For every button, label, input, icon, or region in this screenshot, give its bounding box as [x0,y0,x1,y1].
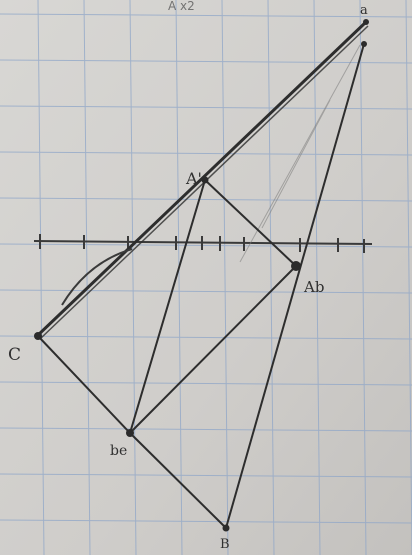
grid-line-horizontal [0,243,412,248]
vertex-points [34,19,369,532]
grid-line-horizontal [0,105,412,110]
grid-line-vertical [83,0,91,555]
point-b [222,524,230,532]
grid-line-vertical [405,0,412,555]
grid-line-horizontal [0,289,412,294]
header-scrawl: A x2 [168,0,195,13]
label-c: C [8,345,21,365]
point-c [34,332,42,340]
point-b2 [126,429,134,437]
grid-line-horizontal [0,335,412,340]
grid-line-vertical [37,0,45,555]
grid-line-horizontal [0,151,412,156]
edge-b2-b [129,432,227,529]
grid-line-vertical [359,0,367,555]
edge-b-a [225,43,365,529]
construction-lines [239,44,361,263]
grid-line-horizontal [0,197,412,202]
number-line [33,234,373,253]
triangle-edges [37,43,365,529]
grid-line-vertical [267,0,275,555]
grid-line-horizontal [0,473,412,478]
grid-line-horizontal [0,59,412,64]
point-a [361,41,367,47]
edge-a1-a2 [204,179,297,267]
grid-line-horizontal [0,519,412,524]
label-b: B [220,537,230,552]
edge-c-b2 [37,335,131,434]
arc-mark [61,248,133,306]
point-a2 [291,261,301,271]
edge-b2-a2 [129,265,297,434]
grid-line-vertical [313,0,321,555]
point-a-top [363,19,369,25]
grid-line-vertical [175,0,183,555]
label-a-double-prime: Ab [303,278,324,296]
grid-line-vertical [221,0,229,555]
label-a-top: a [360,3,368,18]
point-a1 [201,176,209,184]
label-b-double-prime: be [110,443,127,459]
edge-b2-a1 [129,179,206,434]
grid-line-horizontal [0,13,412,18]
grid-line-horizontal [0,381,412,386]
grid-line-horizontal [0,427,412,432]
label-a-prime: A' [185,169,202,188]
grid-line-vertical [129,0,137,555]
